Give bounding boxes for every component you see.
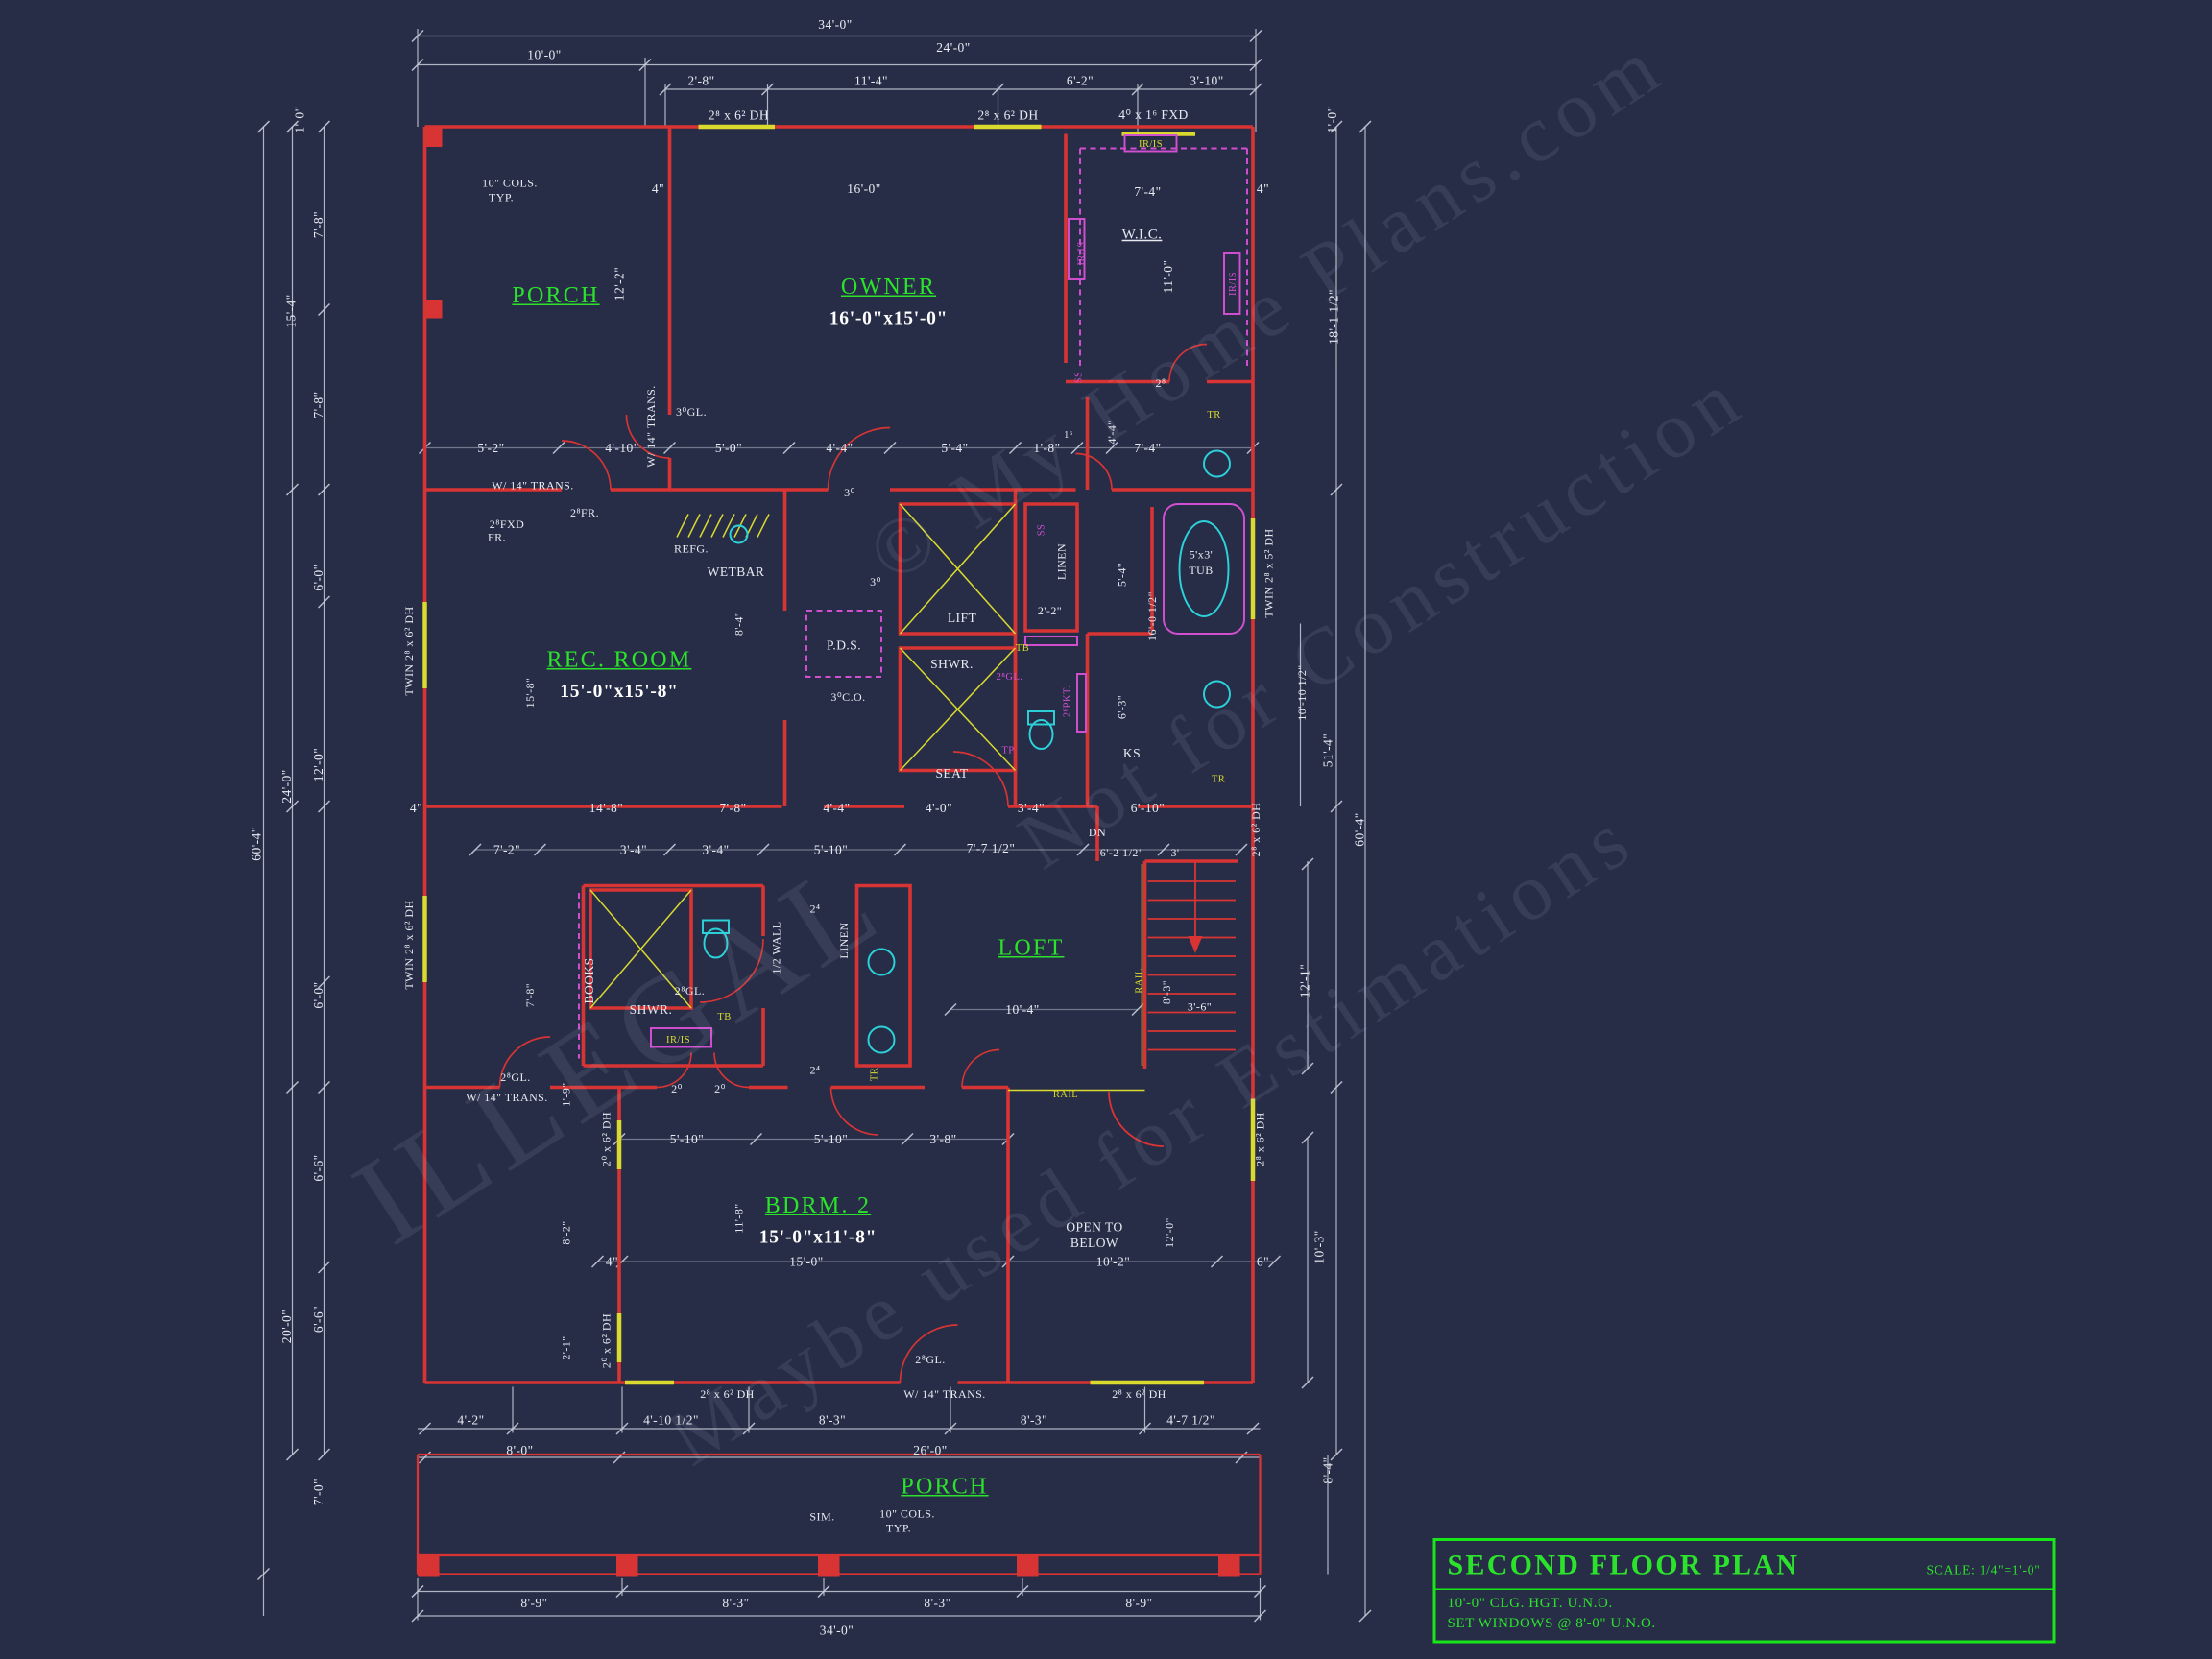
magenta-fixtures <box>578 134 1248 1059</box>
dimension-ticks <box>256 29 1372 1623</box>
door-arcs <box>498 343 1208 1383</box>
dimension-lines <box>262 29 1366 1621</box>
plan-title: SECOND FLOOR PLAN <box>1447 1550 1800 1581</box>
windows <box>422 124 1256 1385</box>
porch-columns <box>418 128 1240 1577</box>
title-block: SECOND FLOOR PLAN SCALE: 1/4"=1'-0" 10'-… <box>1432 1538 2056 1644</box>
walls <box>416 125 1262 1575</box>
stairs <box>1108 861 1236 1147</box>
plan-scale: SCALE: 1/4"=1'-0" <box>1926 1562 2041 1577</box>
plan-note-windows: SET WINDOWS @ 8'-0" U.N.O. <box>1447 1615 1656 1631</box>
plumbing-fixtures <box>702 449 1231 1054</box>
plan-note-ceiling: 10'-0" CLG. HGT. U.N.O. <box>1447 1596 1613 1612</box>
fixture-hatch <box>589 503 1145 1092</box>
stairs-down-arrow <box>1188 936 1203 953</box>
